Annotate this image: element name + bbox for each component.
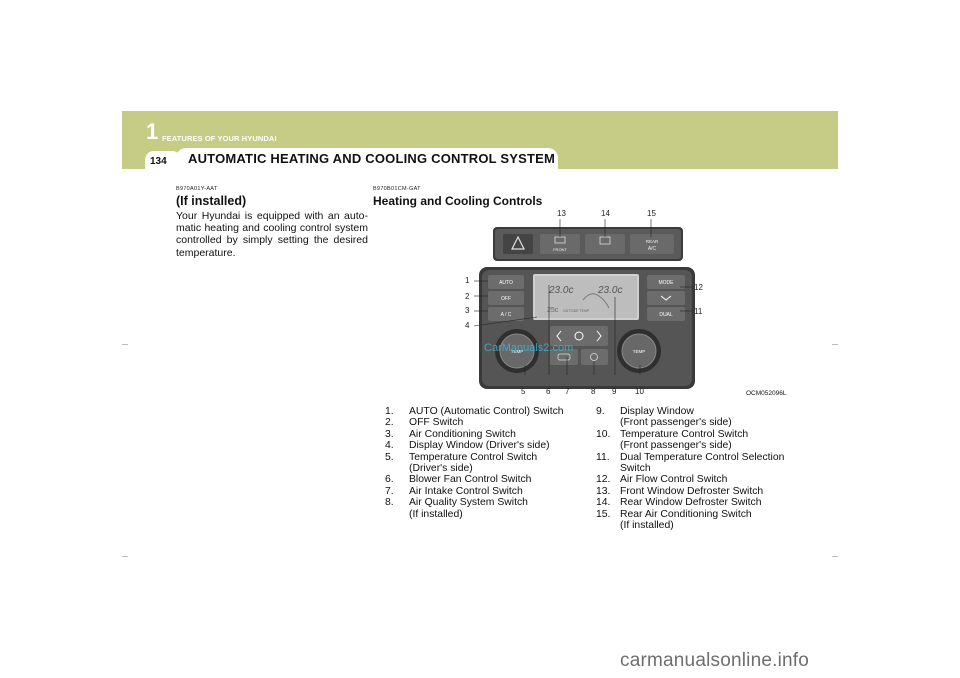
figure-watermark: CarManuals2.com: [484, 342, 574, 354]
callout-7: 7: [565, 387, 570, 396]
mode-button-label: MODE: [659, 280, 675, 286]
passenger-temp-label: TEMP: [633, 349, 646, 354]
left-body-text: Your Hyundai is equipped with an auto-ma…: [176, 210, 368, 259]
list-item: 1.AUTO (Automatic Control) Switch: [385, 406, 564, 417]
right-code: B970B01CM-GAT: [373, 186, 421, 192]
list-item: 14.Rear Window Defroster Switch: [596, 497, 762, 509]
controls-list-left: 1.AUTO (Automatic Control) Switch 2.OFF …: [385, 406, 585, 520]
driver-temp-knob: [499, 333, 535, 369]
callout-4: 4: [465, 321, 470, 330]
chapter-title: FEATURES OF YOUR HYUNDAI: [162, 134, 277, 143]
list-item: 10.Temperature Control Switch(Front pass…: [596, 428, 749, 452]
right-heading: Heating and Cooling Controls: [373, 194, 543, 208]
left-code: B970A01Y-AAT: [176, 186, 218, 192]
callout-12: 12: [694, 283, 703, 292]
callout-6: 6: [546, 387, 551, 396]
callout-10: 10: [635, 387, 644, 396]
callout-5: 5: [521, 387, 526, 396]
list-item: 9.Display Window(Front passenger's side): [596, 406, 732, 429]
callout-15: 15: [647, 209, 656, 218]
chapter-number: 1: [146, 119, 159, 144]
list-item: 13.Front Window Defroster Switch: [596, 485, 764, 497]
figure-code: OCM052096L: [746, 390, 787, 397]
airflow-icon: [582, 293, 610, 309]
callout-1: 1: [465, 276, 470, 285]
crop-mark: [832, 344, 838, 345]
left-heading: (If installed): [176, 194, 247, 208]
right-temp-display: 23.0c: [597, 285, 622, 296]
passenger-temp-knob: [621, 333, 657, 369]
list-item: 5.Temperature Control Switch(Driver's si…: [385, 451, 538, 475]
callout-14: 14: [601, 209, 610, 218]
left-temp-display: 23.0c: [548, 285, 573, 296]
dual-button-label: DUAL: [659, 312, 673, 318]
off-button-label: OFF: [501, 296, 511, 302]
footer-watermark: carmanualsonline.info: [620, 650, 810, 671]
callout-8: 8: [591, 387, 596, 396]
list-item: 8.Air Quality System Switch(If installed…: [385, 497, 528, 520]
page-number-tab: [145, 151, 181, 169]
crop-mark: [122, 556, 128, 557]
callout-11: 11: [694, 307, 703, 316]
crop-mark: [832, 556, 838, 557]
rear-ac-label: A/C: [648, 246, 657, 252]
callout-3: 3: [465, 306, 470, 315]
controls-list-right: 9.Display Window(Front passenger's side)…: [596, 406, 801, 531]
auto-button-label: AUTO: [499, 280, 513, 286]
list-item: 2.OFF Switch: [385, 417, 464, 429]
air-intake-icon: [557, 353, 571, 361]
section-title-tab: [176, 148, 558, 169]
outside-temp-display: 25c: [547, 307, 559, 314]
air-quality-icon: [590, 353, 598, 361]
front-label: FRONT: [553, 247, 567, 252]
ac-button-label: A / C: [501, 312, 512, 318]
list-item: 6.Blower Fan Control Switch: [385, 474, 532, 486]
crop-mark: [122, 344, 128, 345]
hazard-icon: [511, 235, 525, 250]
fan-icon: [574, 331, 584, 341]
list-item: 4.Display Window (Driver's side): [385, 440, 550, 452]
section-title: AUTOMATIC HEATING AND COOLING CONTROL SY…: [188, 151, 556, 166]
list-item: 15.Rear Air Conditioning Switch(If insta…: [596, 508, 752, 532]
callout-13: 13: [557, 209, 566, 218]
outside-temp-label: OUTSIDE TEMP: [563, 309, 590, 313]
page-number: 134: [150, 156, 167, 167]
callout-9: 9: [612, 387, 617, 396]
callout-2: 2: [465, 292, 470, 301]
list-item: 3.Air Conditioning Switch: [385, 428, 516, 440]
chevron-down-icon: [660, 295, 672, 301]
rear-label: REAR: [646, 239, 659, 244]
fan-speed-arrows-icon: [556, 330, 602, 342]
control-panel-figure: FRONT REAR A/C AUTO OFF A / C 23.0c 23.0…: [473, 219, 695, 389]
driver-temp-label: TEMP: [511, 349, 524, 354]
list-item: 7.Air Intake Control Switch: [385, 485, 523, 497]
list-item: 12.Air Flow Control Switch: [596, 474, 728, 486]
